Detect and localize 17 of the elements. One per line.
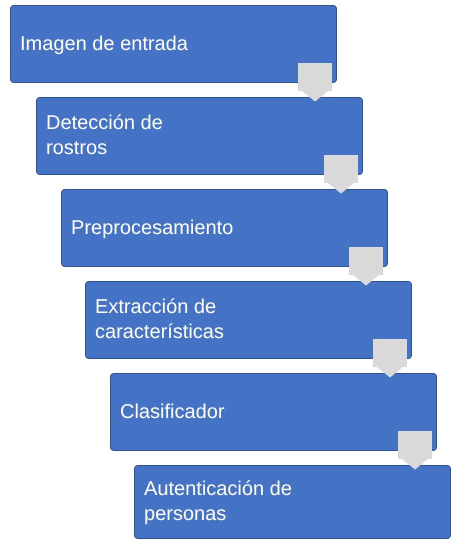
down-arrow bbox=[398, 431, 432, 470]
step-label: Autenticación de personas bbox=[144, 477, 293, 527]
process-box bbox=[85, 281, 412, 359]
process-box bbox=[36, 97, 363, 175]
process-box bbox=[10, 5, 337, 83]
down-arrow bbox=[298, 63, 332, 102]
step-label: Extracción de características bbox=[95, 295, 225, 345]
down-arrow bbox=[373, 339, 407, 378]
step-label: Imagen de entrada bbox=[20, 32, 188, 56]
process-box bbox=[134, 465, 451, 539]
process-box bbox=[61, 189, 388, 267]
step-label: Preprocesamiento bbox=[71, 216, 234, 240]
step-label: Clasificador bbox=[120, 400, 224, 424]
down-arrow bbox=[349, 247, 383, 286]
down-arrow bbox=[324, 155, 358, 194]
process-box bbox=[110, 373, 437, 451]
step-label: Detección de rostros bbox=[46, 111, 164, 161]
